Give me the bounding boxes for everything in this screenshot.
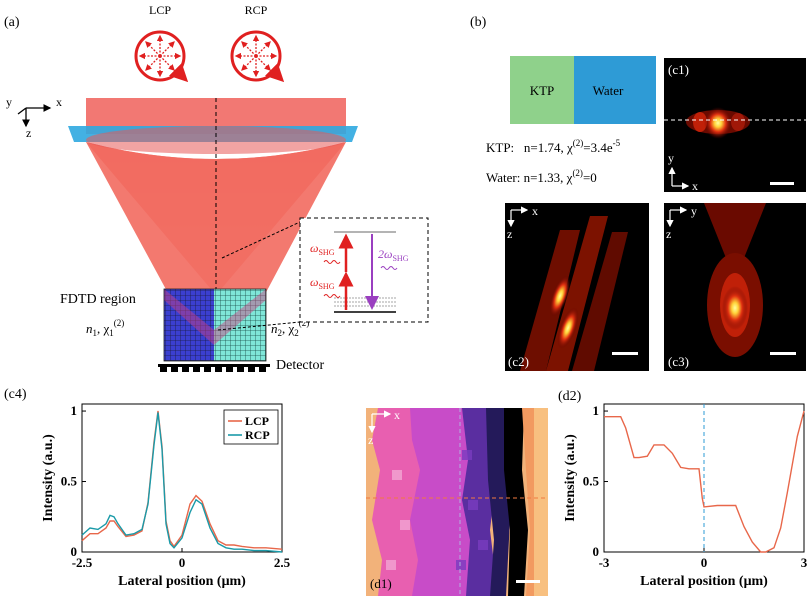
panel-d1-axis-x: x [394, 408, 400, 422]
panel-c3-axis-z: z [666, 227, 671, 241]
panel-c2-label: (c2) [508, 354, 529, 369]
water-properties: Water: n=1.33, χ(2)=0 [486, 168, 597, 185]
scale-bar [770, 182, 794, 185]
y-tick-label: 1 [593, 403, 600, 418]
panel-c2-heatmap: x z (c2) [505, 203, 649, 371]
panel-c1-label: (c1) [668, 62, 689, 77]
panel-c1-axis-x: x [692, 179, 698, 193]
panel-d1-label: (d1) [370, 576, 392, 591]
panel-b: (b) KTP Water KTP: n=1.74, χ(2)=3.4e-5 W… [470, 15, 656, 185]
axis-x-label: x [56, 95, 62, 109]
panel-c4-label: (c4) [4, 387, 27, 402]
y-tick-label: 0 [71, 544, 78, 559]
coordinate-axes-icon [17, 104, 52, 128]
panel-c1-heatmap: (c1) y x [664, 58, 806, 193]
axis-z-label: z [26, 126, 31, 140]
two-omega-shg-label: 2ωSHG [378, 247, 409, 263]
panel-c3-axis-y: y [691, 204, 697, 218]
ktp-properties: KTP: n=1.74, χ(2)=3.4e-5 [486, 138, 621, 155]
y-tick-label: 0.5 [583, 474, 600, 489]
x-axis-label: Lateral position (μm) [118, 574, 246, 589]
medium-1-label: n1, χ1(2) [86, 318, 124, 338]
omega-shg-label-1: ωSHG [310, 241, 335, 257]
water-block-label: Water [593, 83, 624, 98]
panel-d2-label: (d2) [558, 389, 582, 404]
x-tick-label: 3 [801, 555, 808, 570]
shg-energy-diagram [299, 217, 429, 323]
panel-d1-axis-z: z [368, 433, 373, 447]
scale-bar [612, 352, 638, 355]
ktp-block-label: KTP [530, 83, 555, 98]
series-line-rcp [81, 412, 283, 553]
detector-array [158, 364, 270, 372]
panel-c3-heatmap: y z (c3) [664, 203, 806, 371]
omega-shg-label-2: ωSHG [310, 275, 335, 291]
water-block [574, 56, 656, 124]
rcp-polarization-icon [230, 30, 285, 83]
y-axis-label: Intensity (a.u.) [563, 434, 578, 522]
panel-a: (a) LCP [4, 3, 429, 373]
panel-c2-axis-z: z [507, 227, 512, 241]
panel-d1-heatmap: x z (d1) [366, 408, 548, 596]
panel-a-label: (a) [4, 15, 20, 30]
legend [223, 409, 279, 445]
lcp-polarization-icon [134, 30, 189, 83]
focused-beam-cone-body [86, 142, 346, 330]
panel-c2-axis-x: x [532, 204, 538, 218]
legend-label: LCP [245, 414, 269, 428]
lcp-label: LCP [149, 3, 171, 17]
fdtd-region-ktp [164, 289, 214, 361]
x-tick-label: -3 [599, 555, 610, 570]
scale-bar [770, 352, 796, 355]
y-axis-label: Intensity (a.u.) [41, 434, 56, 522]
axis-y-label: y [6, 95, 12, 109]
x-axis-label: Lateral position (μm) [640, 574, 768, 589]
legend-label: RCP [245, 428, 270, 442]
detector-label: Detector [276, 358, 325, 373]
medium-2-label: n2, χ2(2) [271, 318, 309, 338]
x-tick-label: -2.5 [72, 555, 93, 570]
scale-bar [516, 580, 540, 583]
x-tick-label: 2.5 [274, 555, 291, 570]
panel-b-label: (b) [470, 15, 487, 30]
ktp-block [510, 56, 574, 124]
series-line-0 [604, 410, 805, 553]
x-tick-label: 0 [701, 555, 708, 570]
focal-overlap [164, 289, 266, 345]
fdtd-region-label: FDTD region [60, 292, 136, 307]
y-tick-label: 0 [593, 544, 600, 559]
panel-c3-label: (c3) [668, 354, 689, 369]
panel-c1-axis-y: y [668, 151, 674, 165]
fdtd-region-water [214, 289, 266, 361]
x-tick-label: 0 [179, 555, 186, 570]
rcp-label: RCP [245, 3, 268, 17]
y-tick-label: 0.5 [61, 474, 78, 489]
y-tick-label: 1 [71, 403, 78, 418]
